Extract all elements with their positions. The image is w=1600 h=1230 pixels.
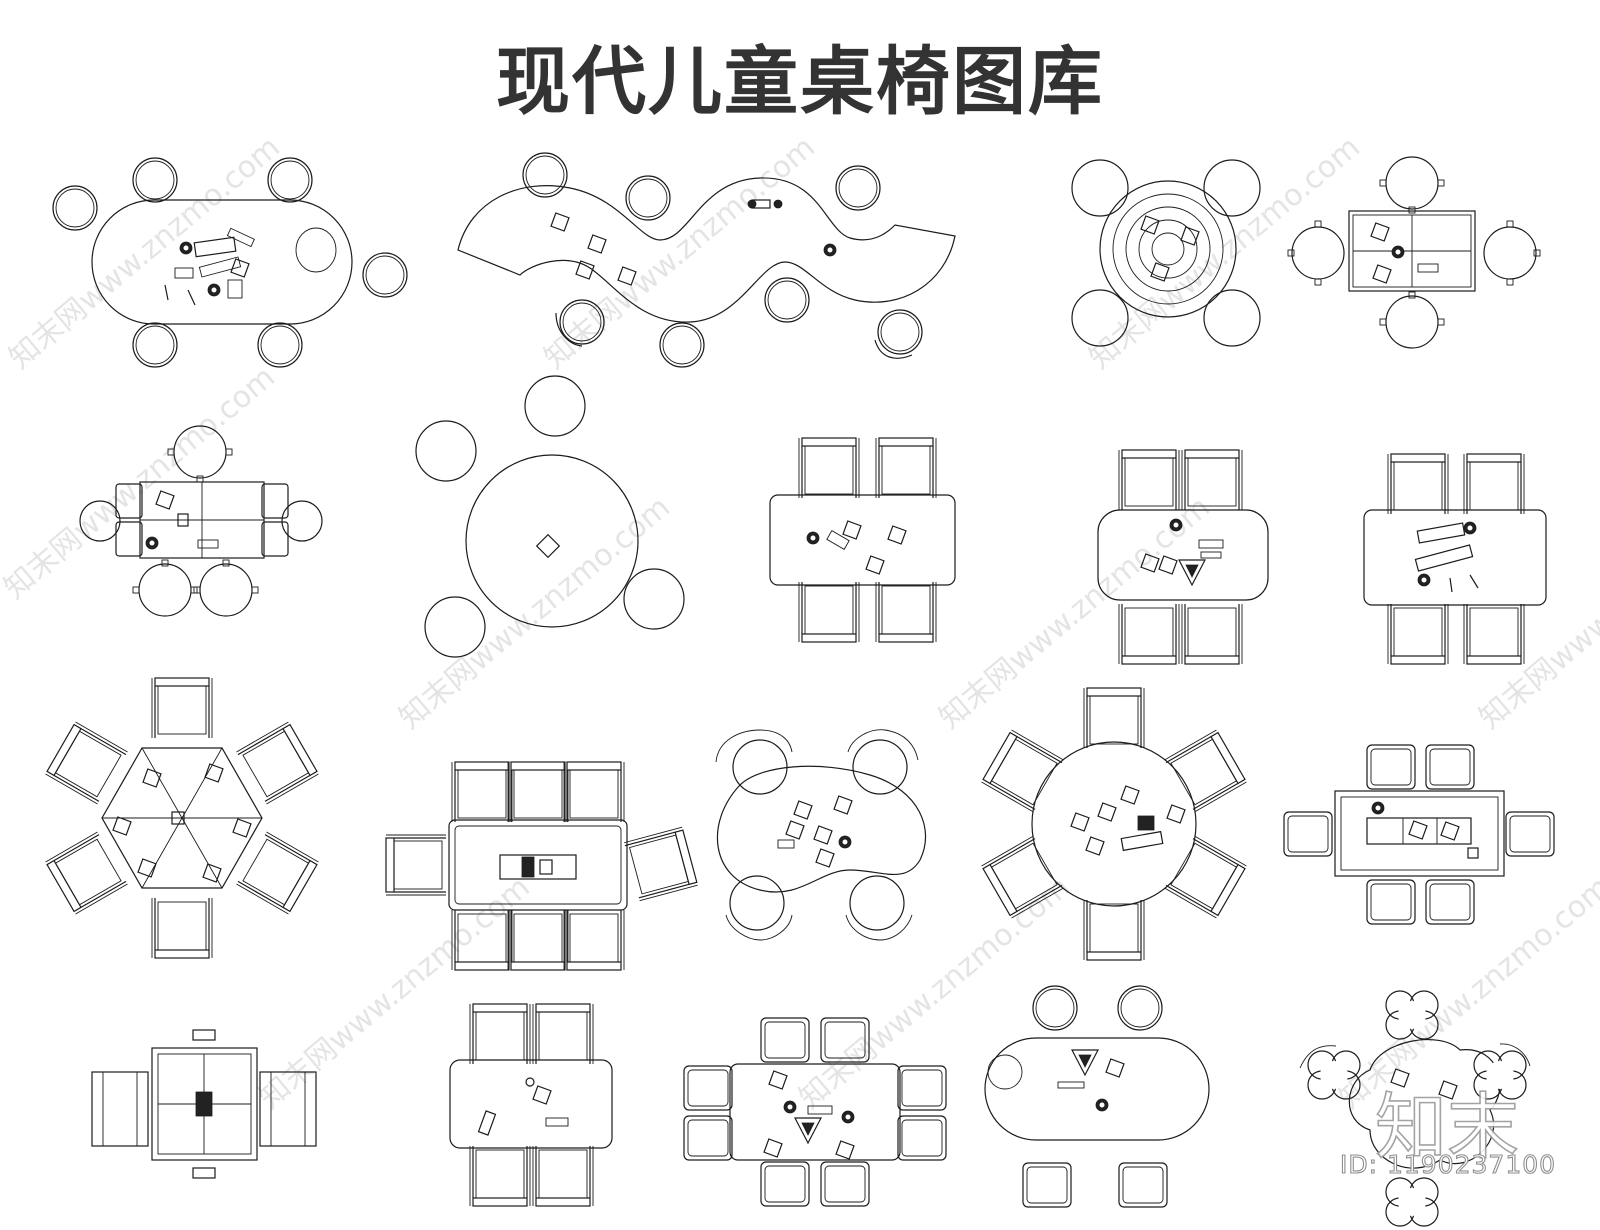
page-title: 现代儿童桌椅图库 (496, 39, 1104, 125)
rect-table (449, 1059, 613, 1149)
large-round-table (465, 454, 639, 628)
oval-table-cushions-group (984, 985, 1210, 1208)
s-curve-table (457, 177, 956, 323)
square-table-group (1287, 156, 1541, 349)
watermark-text: 知末网www.znzmo.com (253, 870, 537, 1116)
long-table (448, 819, 628, 911)
round-stool (52, 185, 98, 231)
rect-table-4chairs-group (769, 437, 956, 643)
round-table (1099, 180, 1237, 318)
square-table (151, 1047, 258, 1161)
image-id: ID: 1190237100 (1339, 1149, 1557, 1179)
rounded-table (1097, 509, 1269, 601)
watermark-text: 知末网www.znzmo.com (393, 490, 677, 736)
oval-table (984, 1037, 1210, 1141)
watermark-text: 知末网www.znzmo.com (3, 130, 287, 376)
rect-table-toys-group (1363, 453, 1547, 665)
watermark-text: 知末网www.znzmo.com (793, 870, 1077, 1116)
rect-table (729, 1063, 901, 1161)
large-round-table-group (415, 375, 685, 658)
watermark-text: 知末网www.znzmo.com (1473, 490, 1600, 736)
watermark-logo: 知末 (1374, 1084, 1520, 1170)
round-table-6chairs-group (980, 687, 1248, 961)
rect-table (769, 494, 956, 586)
flower-table (1348, 1039, 1501, 1169)
rect-table (1334, 790, 1505, 877)
round-table (1031, 741, 1197, 907)
rect-table-stools-group (79, 425, 323, 617)
kidney-table (716, 765, 927, 893)
oval-table (91, 199, 353, 325)
hexagon-cluster-group (44, 677, 320, 959)
ring-table-group (1071, 159, 1261, 347)
watermark-layer: 知末网www.znzmo.com 知末网www.znzmo.com 知末网www… (0, 130, 1600, 1116)
long-table-8chairs-group (385, 761, 699, 971)
kidney-table-group (715, 729, 927, 941)
watermark-text: 知末网www.znzmo.com (538, 130, 822, 376)
rounded-table-4chairs-group (1097, 449, 1269, 665)
rect-table-cushions-group (1283, 744, 1555, 925)
rect-table (1363, 509, 1547, 606)
s-curve-table-group (457, 152, 956, 368)
rect-table-8chairs-group (683, 1017, 947, 1207)
square-table-benches-group (91, 1029, 317, 1179)
flower-table-group (1299, 990, 1531, 1227)
square-table (1348, 210, 1476, 292)
oval-table-group (52, 157, 408, 368)
watermark-text: 知末网www.znzmo.com (1083, 130, 1367, 376)
watermark-text: 知末网www.znzmo.com (0, 360, 282, 606)
toy-parts (164, 227, 255, 306)
rect-table-4chairs-group (449, 1003, 613, 1207)
